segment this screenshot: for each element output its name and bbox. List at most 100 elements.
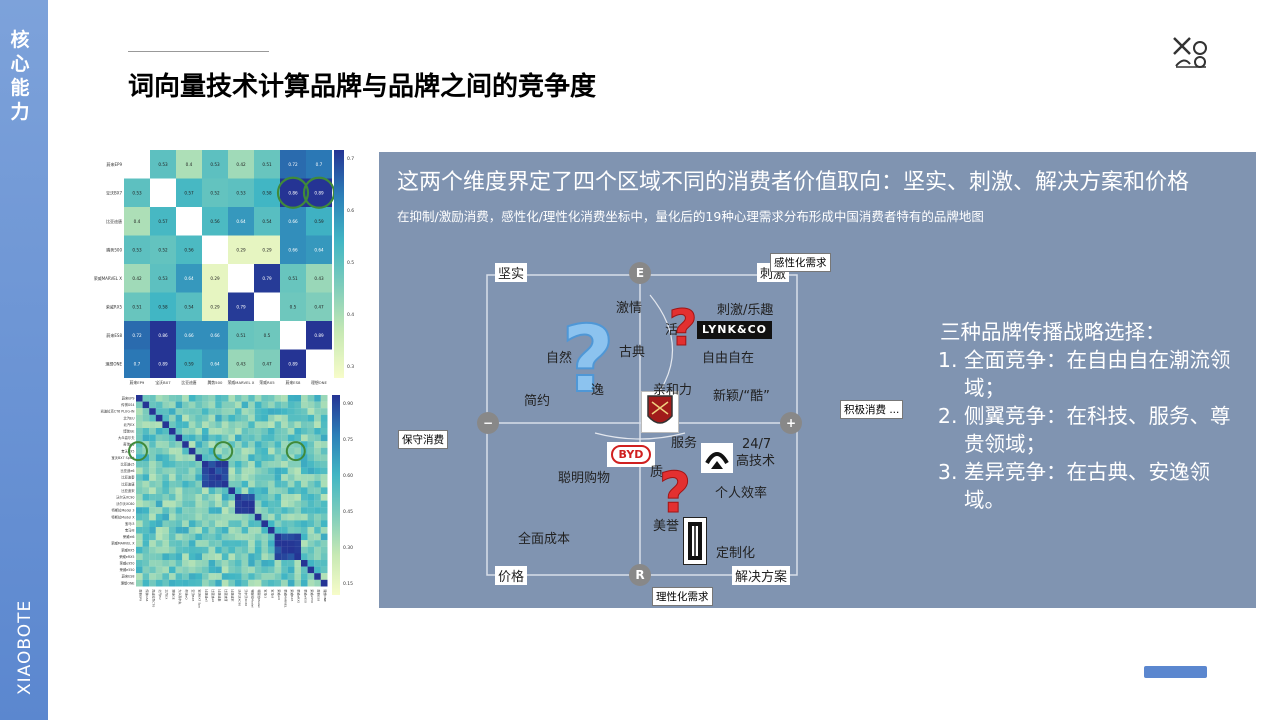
heatmap-cell xyxy=(248,474,255,481)
heatmap-cell xyxy=(287,579,295,587)
heatmap-cell xyxy=(241,500,249,508)
heatmap-cell xyxy=(235,474,242,481)
heatmap-cell xyxy=(215,395,222,402)
strategy-title: 三种品牌传播战略选择： xyxy=(940,320,1166,344)
heatmap-cell xyxy=(301,480,308,488)
heatmap-cell-value: 0.57 xyxy=(158,219,168,224)
heatmap-cell xyxy=(281,566,288,574)
heatmap-cell xyxy=(182,408,189,415)
heatmap-cell xyxy=(136,414,143,422)
heatmap-cell xyxy=(306,235,332,264)
heatmap-cell xyxy=(287,513,295,521)
heatmap-cell xyxy=(208,395,216,402)
heatmap-cell xyxy=(307,447,315,455)
heatmap-cell xyxy=(307,408,315,415)
heatmap-cell xyxy=(202,441,209,448)
heatmap-cell xyxy=(162,540,170,547)
heatmap-cell xyxy=(268,540,275,547)
strategy-list: 全面竞争：在自由自在潮流领域； 侧翼竞争：在科技、服务、尊贵领域； 差异竞争：在… xyxy=(940,346,1240,514)
heatmap-cell xyxy=(202,533,209,541)
heatmap-cell xyxy=(182,454,189,462)
heatmap-cell xyxy=(294,480,302,488)
heatmap-cell xyxy=(320,540,328,547)
heatmap-cell xyxy=(274,434,282,442)
heatmap-row-label: 宝沃BX7 Sport xyxy=(111,455,135,460)
heatmap-cell xyxy=(215,507,222,514)
heatmap-cell xyxy=(215,579,222,587)
heatmap-cell xyxy=(182,494,189,501)
heatmap-col-label: 沃尔沃XC60 xyxy=(244,589,249,606)
heatmap-cell xyxy=(136,520,143,528)
strategy-item: 侧翼竞争：在科技、服务、尊贵领域； xyxy=(964,402,1240,458)
heatmap-col-label: 荣威e550 xyxy=(310,589,315,603)
page-indicator-button[interactable] xyxy=(1144,666,1207,678)
sidebar-brand-logo: XIAOBOTE xyxy=(15,600,35,695)
heatmap-cell xyxy=(268,560,275,567)
heatmap-cell xyxy=(235,553,242,561)
heatmap-cell-value: 0.56 xyxy=(210,219,220,224)
heatmap-cell xyxy=(254,207,280,236)
heatmap-cell xyxy=(202,395,209,402)
heatmap-cell xyxy=(320,546,328,554)
heatmap-cell xyxy=(261,474,269,481)
heatmap-cell xyxy=(301,395,308,402)
heatmap-cell-value: 0.58 xyxy=(262,190,272,195)
heatmap-cell xyxy=(228,480,236,488)
heatmap-cell xyxy=(195,579,203,587)
heatmap-cell xyxy=(202,428,209,435)
heatmap-cell xyxy=(307,395,315,402)
heatmap-cell xyxy=(169,441,176,448)
heatmap-cell xyxy=(136,540,143,547)
heatmap-cell xyxy=(136,500,143,508)
heatmap-cell xyxy=(307,467,315,475)
heatmap-cell xyxy=(142,401,150,409)
heatmap-cell xyxy=(221,540,229,547)
heatmap-cell xyxy=(142,579,150,587)
heatmap-cell xyxy=(188,520,196,528)
heatmap-cell xyxy=(155,540,163,547)
heatmap-cell xyxy=(320,494,328,501)
heatmap-cell xyxy=(320,533,328,541)
heatmap-cell xyxy=(274,507,282,514)
heatmap-cell xyxy=(261,566,269,574)
nio-icon xyxy=(705,452,729,469)
heatmap-cell xyxy=(268,414,275,422)
heatmap-cell xyxy=(268,579,275,587)
heatmap-cell xyxy=(202,414,209,422)
heatmap-cell xyxy=(208,414,216,422)
heatmap-cell xyxy=(294,527,302,534)
heatmap-cell xyxy=(287,520,295,528)
heatmap-cell xyxy=(228,533,236,541)
heatmap-cell xyxy=(195,520,203,528)
highlight-circle xyxy=(213,441,234,462)
heatmap-cell xyxy=(248,527,255,534)
heatmap-cell-value: 0.64 xyxy=(184,276,194,281)
heatmap-cell xyxy=(287,474,295,481)
heatmap-cell xyxy=(202,461,209,468)
heatmap-cell xyxy=(301,546,308,554)
heatmap-cell xyxy=(155,461,163,468)
heatmap-cell xyxy=(188,533,196,541)
heatmap-cell xyxy=(175,500,183,508)
heatmap-cell xyxy=(287,434,295,442)
heatmap-cell xyxy=(221,560,229,567)
heatmap-cell xyxy=(228,560,236,567)
heatmap-row-label: 传祺GS4 xyxy=(121,402,134,407)
heatmap-cell xyxy=(274,395,282,402)
axis-node-left: − xyxy=(477,412,499,434)
heatmap-cell-value: 0.42 xyxy=(132,276,142,281)
heatmap-cell xyxy=(294,546,302,554)
heatmap-cell xyxy=(287,553,295,561)
heatmap-cell xyxy=(314,487,321,495)
heatmap-cell xyxy=(162,414,170,422)
heatmap-cell xyxy=(274,513,282,521)
heatmap-cell xyxy=(182,428,189,435)
heatmap-cell xyxy=(215,533,222,541)
heatmap-cell xyxy=(241,573,249,580)
heatmap-cell xyxy=(155,421,163,429)
heatmap-cell-value: 0.29 xyxy=(262,247,272,252)
heatmap-cell xyxy=(320,566,328,574)
heatmap-cell xyxy=(281,421,288,429)
heatmap-cell xyxy=(241,480,249,488)
heatmap-cell xyxy=(287,546,295,554)
